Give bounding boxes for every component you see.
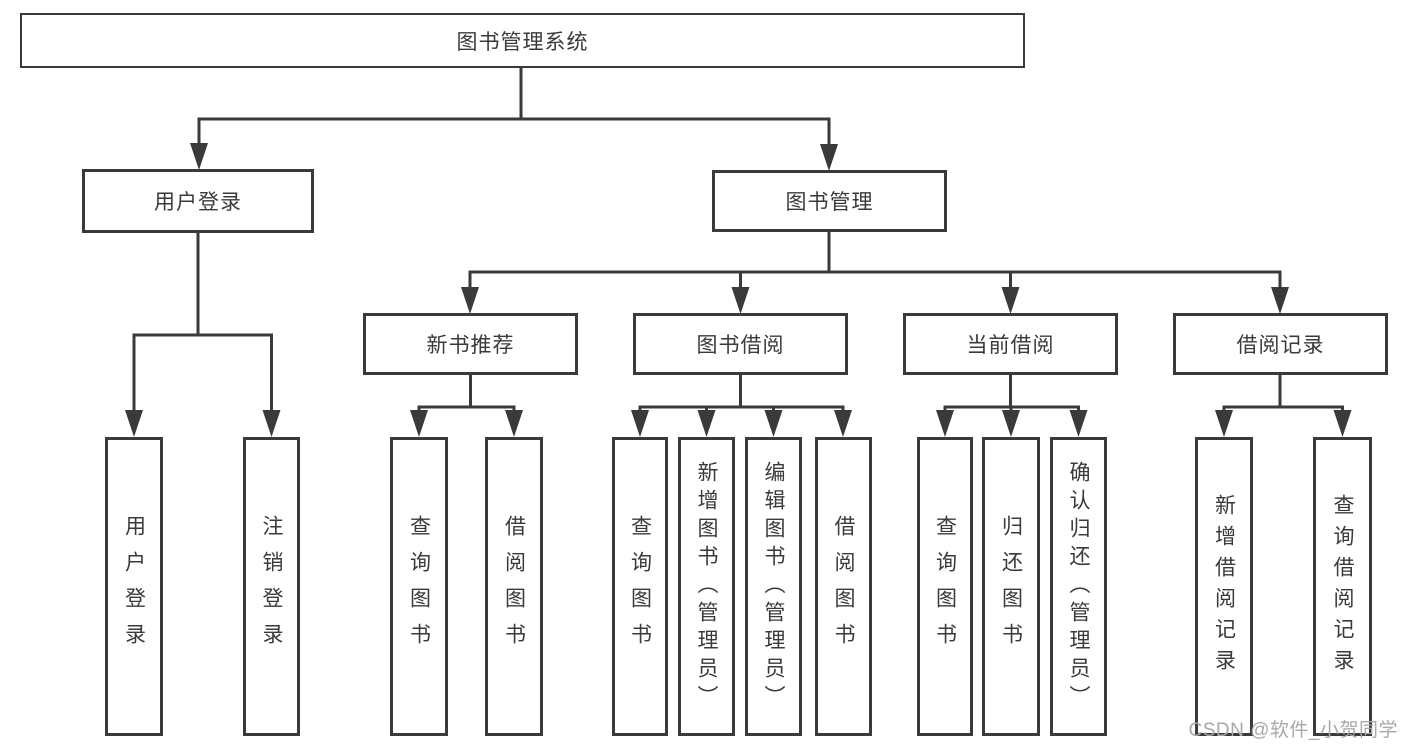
leaf-return-books: 归还图书	[982, 437, 1040, 736]
arrowhead	[1271, 287, 1289, 314]
leaf-query-borrow-record: 查询借阅记录	[1313, 437, 1372, 736]
leaf-borrow-books: 借阅图书	[815, 437, 872, 736]
arrowhead	[834, 410, 852, 437]
connector-userlogin-bar	[132, 333, 273, 412]
arrowhead	[262, 410, 281, 437]
connector-bookmgmt-bar	[468, 270, 1282, 289]
arrowhead	[1001, 287, 1020, 314]
node-borrow-records: 借阅记录	[1173, 313, 1388, 375]
leaf-query-books-borrow: 查询图书	[612, 437, 668, 736]
leaf-query-books-recommend: 查询图书	[390, 437, 448, 736]
arrowhead	[1333, 410, 1352, 437]
arrowhead	[936, 410, 954, 437]
node-root: 图书管理系统	[20, 13, 1025, 68]
leaf-confirm-return-admin: 确认归还（管理员）	[1050, 437, 1107, 736]
arrowhead	[190, 143, 208, 170]
leaf-add-book-admin: 新增图书（管理员）	[678, 437, 735, 736]
arrowhead	[731, 287, 750, 314]
connector-borrow-bar	[638, 405, 845, 412]
node-user-login: 用户登录	[82, 169, 314, 233]
connector-recommend-bar	[417, 405, 516, 412]
leaf-add-borrow-record: 新增借阅记录	[1195, 437, 1253, 736]
arrowhead	[820, 144, 838, 171]
node-book-management: 图书管理	[712, 170, 947, 232]
arrowhead	[505, 410, 523, 437]
leaf-edit-book-admin: 编辑图书（管理员）	[745, 437, 802, 736]
arrowhead	[410, 410, 428, 437]
node-current-borrow: 当前借阅	[903, 313, 1118, 375]
watermark-text: CSDN @软件_小贺同学	[1188, 720, 1398, 741]
leaf-user-login: 用户登录	[105, 437, 163, 736]
arrowhead	[1215, 410, 1233, 437]
leaf-query-books-current: 查询图书	[917, 437, 973, 736]
node-book-borrow: 图书借阅	[633, 313, 848, 375]
arrowhead	[764, 410, 783, 437]
arrowhead	[1069, 410, 1088, 437]
leaf-borrow-books-recommend: 借阅图书	[485, 437, 543, 736]
arrowhead	[697, 410, 716, 437]
leaf-logout: 注销登录	[243, 437, 300, 736]
connector-root-bar	[197, 117, 831, 145]
arrowhead	[1002, 410, 1020, 437]
arrowhead	[125, 410, 143, 437]
arrowhead	[631, 410, 649, 437]
node-new-book-recommend: 新书推荐	[363, 313, 578, 375]
connector-records-bar	[1222, 405, 1344, 412]
arrowhead	[461, 287, 479, 314]
